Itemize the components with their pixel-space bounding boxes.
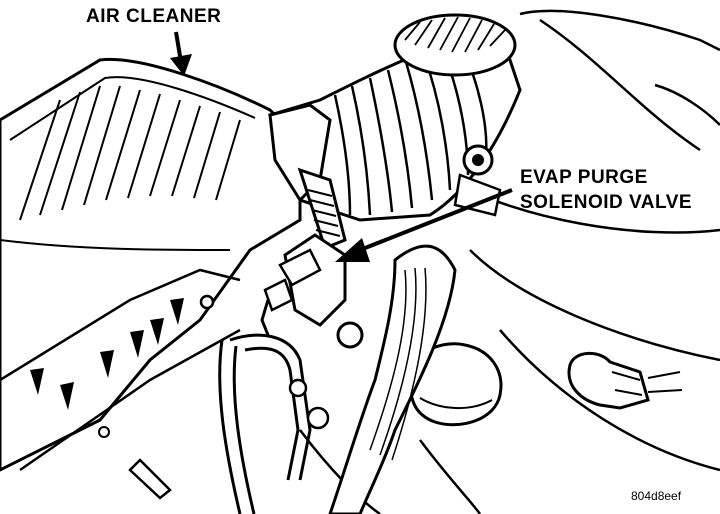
filler-cap (408, 342, 503, 427)
intake-duct (268, 13, 522, 250)
figure-code: 804d8eef (631, 489, 682, 503)
evap-label-line-1: EVAP PURGE (520, 167, 648, 188)
solenoid-arrow (335, 188, 513, 262)
evap-label-line-2: SOLENOID VALVE (520, 192, 693, 213)
duct-fitting (453, 144, 502, 217)
solenoid-valve (218, 233, 364, 514)
air-cleaner-arrow (170, 31, 192, 76)
vacuum-hose (328, 244, 457, 514)
sensor-connector (567, 351, 683, 410)
air-cleaner-label: AIR CLEANER (86, 6, 222, 27)
air-cleaner-housing (0, 57, 302, 500)
evap-purge-solenoid-label: EVAP PURGE SOLENOID VALVE (520, 165, 692, 215)
